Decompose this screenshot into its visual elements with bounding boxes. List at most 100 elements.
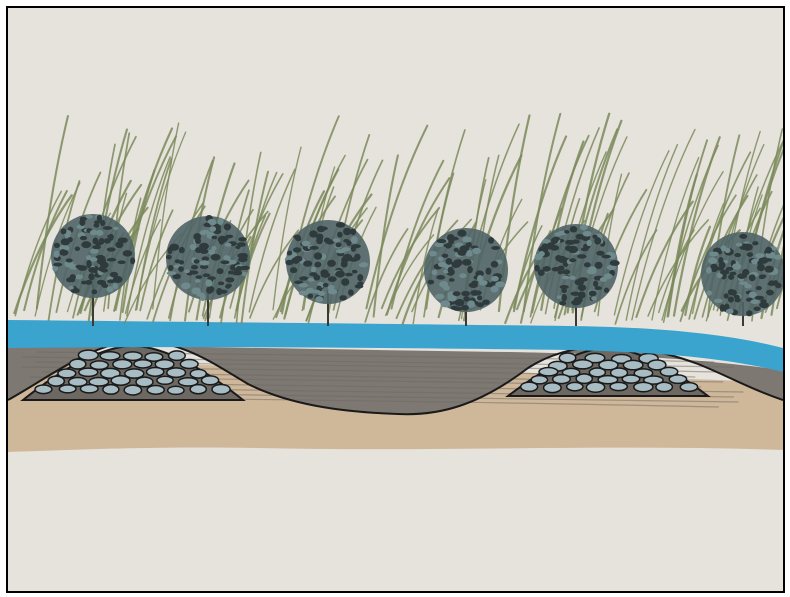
cobble-stone <box>59 385 76 393</box>
cobble-stone <box>544 383 562 393</box>
shrub-leaf <box>592 234 597 238</box>
shrub-leaf <box>766 290 774 296</box>
shrub-leaf <box>193 233 201 240</box>
shrub-leaf <box>731 290 737 296</box>
cobble-stone <box>610 382 627 390</box>
shrub-leaf <box>299 276 308 280</box>
shrub-leaf <box>113 226 118 230</box>
shrub-leaf <box>310 246 319 250</box>
shrub-leaf <box>94 220 100 224</box>
shrub-leaf <box>69 286 74 290</box>
shrub-leaf <box>93 237 99 244</box>
shrub-leaf <box>236 266 242 273</box>
cobble-stone <box>111 376 130 385</box>
shrub-leaf <box>75 265 82 269</box>
shrub-leaf <box>54 251 60 258</box>
shrub-leaf <box>357 274 363 281</box>
shrub-leaf <box>580 224 588 230</box>
shrub-leaf <box>168 265 173 271</box>
shrub-leaf <box>90 230 98 235</box>
shrub-leaf <box>482 299 490 304</box>
shrub-leaf <box>462 259 472 266</box>
shrub-leaf <box>760 299 766 303</box>
shrub-leaf <box>220 260 229 264</box>
shrub-leaf <box>754 307 761 311</box>
shrub-canopy <box>51 214 135 298</box>
shrub-leaf <box>123 250 133 256</box>
shrub-leaf <box>726 267 734 271</box>
shrub-leaf <box>184 269 190 273</box>
shrub-leaf <box>602 255 611 259</box>
shrub-leaf <box>341 260 348 267</box>
shrub-leaf <box>706 290 712 295</box>
shrub-leaf <box>328 285 334 291</box>
shrub-leaf <box>735 298 741 303</box>
cobble-stone <box>180 360 198 369</box>
shrub-leaf <box>562 269 570 274</box>
shrub-leaf <box>706 267 712 274</box>
shrub-leaf <box>491 246 500 250</box>
shrub-leaf <box>293 247 301 252</box>
cobble-stone <box>168 386 184 394</box>
shrub-leaf <box>442 254 449 258</box>
cobble-stone <box>70 359 86 369</box>
shrub-leaf <box>477 295 482 300</box>
cobble-stone <box>100 352 120 360</box>
shrub-leaf <box>88 267 97 273</box>
shrub-leaf <box>107 247 116 251</box>
shrub-leaf <box>589 290 597 296</box>
shrub-leaf <box>752 241 758 245</box>
cobble-stone <box>567 382 583 390</box>
shrub-leaf <box>335 243 341 248</box>
shrub-leaf <box>461 291 470 296</box>
shrub-leaf <box>217 268 224 274</box>
shrub-leaf <box>315 296 323 302</box>
shrub-leaf <box>224 223 231 230</box>
shrub-leaf <box>287 251 292 256</box>
shrub-leaf <box>341 278 349 285</box>
shrub-leaf <box>709 252 719 257</box>
shrub-leaf <box>469 282 478 288</box>
shrub-leaf <box>451 306 459 310</box>
shrub-leaf <box>739 234 747 239</box>
shrub-leaf <box>225 243 232 247</box>
shrub-leaf <box>467 250 472 254</box>
shrub-leaf <box>130 257 135 264</box>
cobble-stone <box>212 384 230 394</box>
shrub-leaf <box>438 262 446 268</box>
shrub-leaf <box>179 247 185 253</box>
shrub-leaf <box>739 281 748 285</box>
shrub-leaf <box>242 272 247 277</box>
shrub-leaf <box>166 255 172 260</box>
shrub-leaf <box>562 276 570 280</box>
shrub-leaf <box>736 243 743 247</box>
shrub-leaf <box>313 290 320 294</box>
cobble-stone <box>539 368 558 376</box>
shrub-leaf <box>107 235 114 239</box>
cobble-stone <box>576 374 592 383</box>
shrub-leaf <box>86 215 93 219</box>
cobble-stone <box>190 385 206 394</box>
shrub-leaf <box>100 262 108 269</box>
shrub-leaf <box>486 268 492 275</box>
shrub-leaf <box>711 264 718 268</box>
shrub-leaf <box>217 218 223 225</box>
shrub-leaf <box>291 257 300 264</box>
shrub-leaf <box>88 273 94 280</box>
shrub-leaf <box>195 275 202 279</box>
shrub-leaf <box>101 268 108 272</box>
shrub-leaf <box>757 264 765 271</box>
shrub-leaf <box>106 286 113 292</box>
shrub-leaf <box>747 252 753 257</box>
shrub-leaf <box>724 293 729 298</box>
shrub-leaf <box>200 260 210 265</box>
illustration-frame <box>6 6 785 593</box>
shrub-leaf <box>765 266 774 273</box>
shrub-leaf <box>463 296 469 301</box>
cobble-stone <box>103 385 119 395</box>
cobble-stone <box>113 360 132 369</box>
shrub-leaf <box>336 222 345 228</box>
shrub-leaf <box>570 276 576 280</box>
shrub-leaf <box>339 295 347 300</box>
shrub-leaf <box>708 257 717 264</box>
